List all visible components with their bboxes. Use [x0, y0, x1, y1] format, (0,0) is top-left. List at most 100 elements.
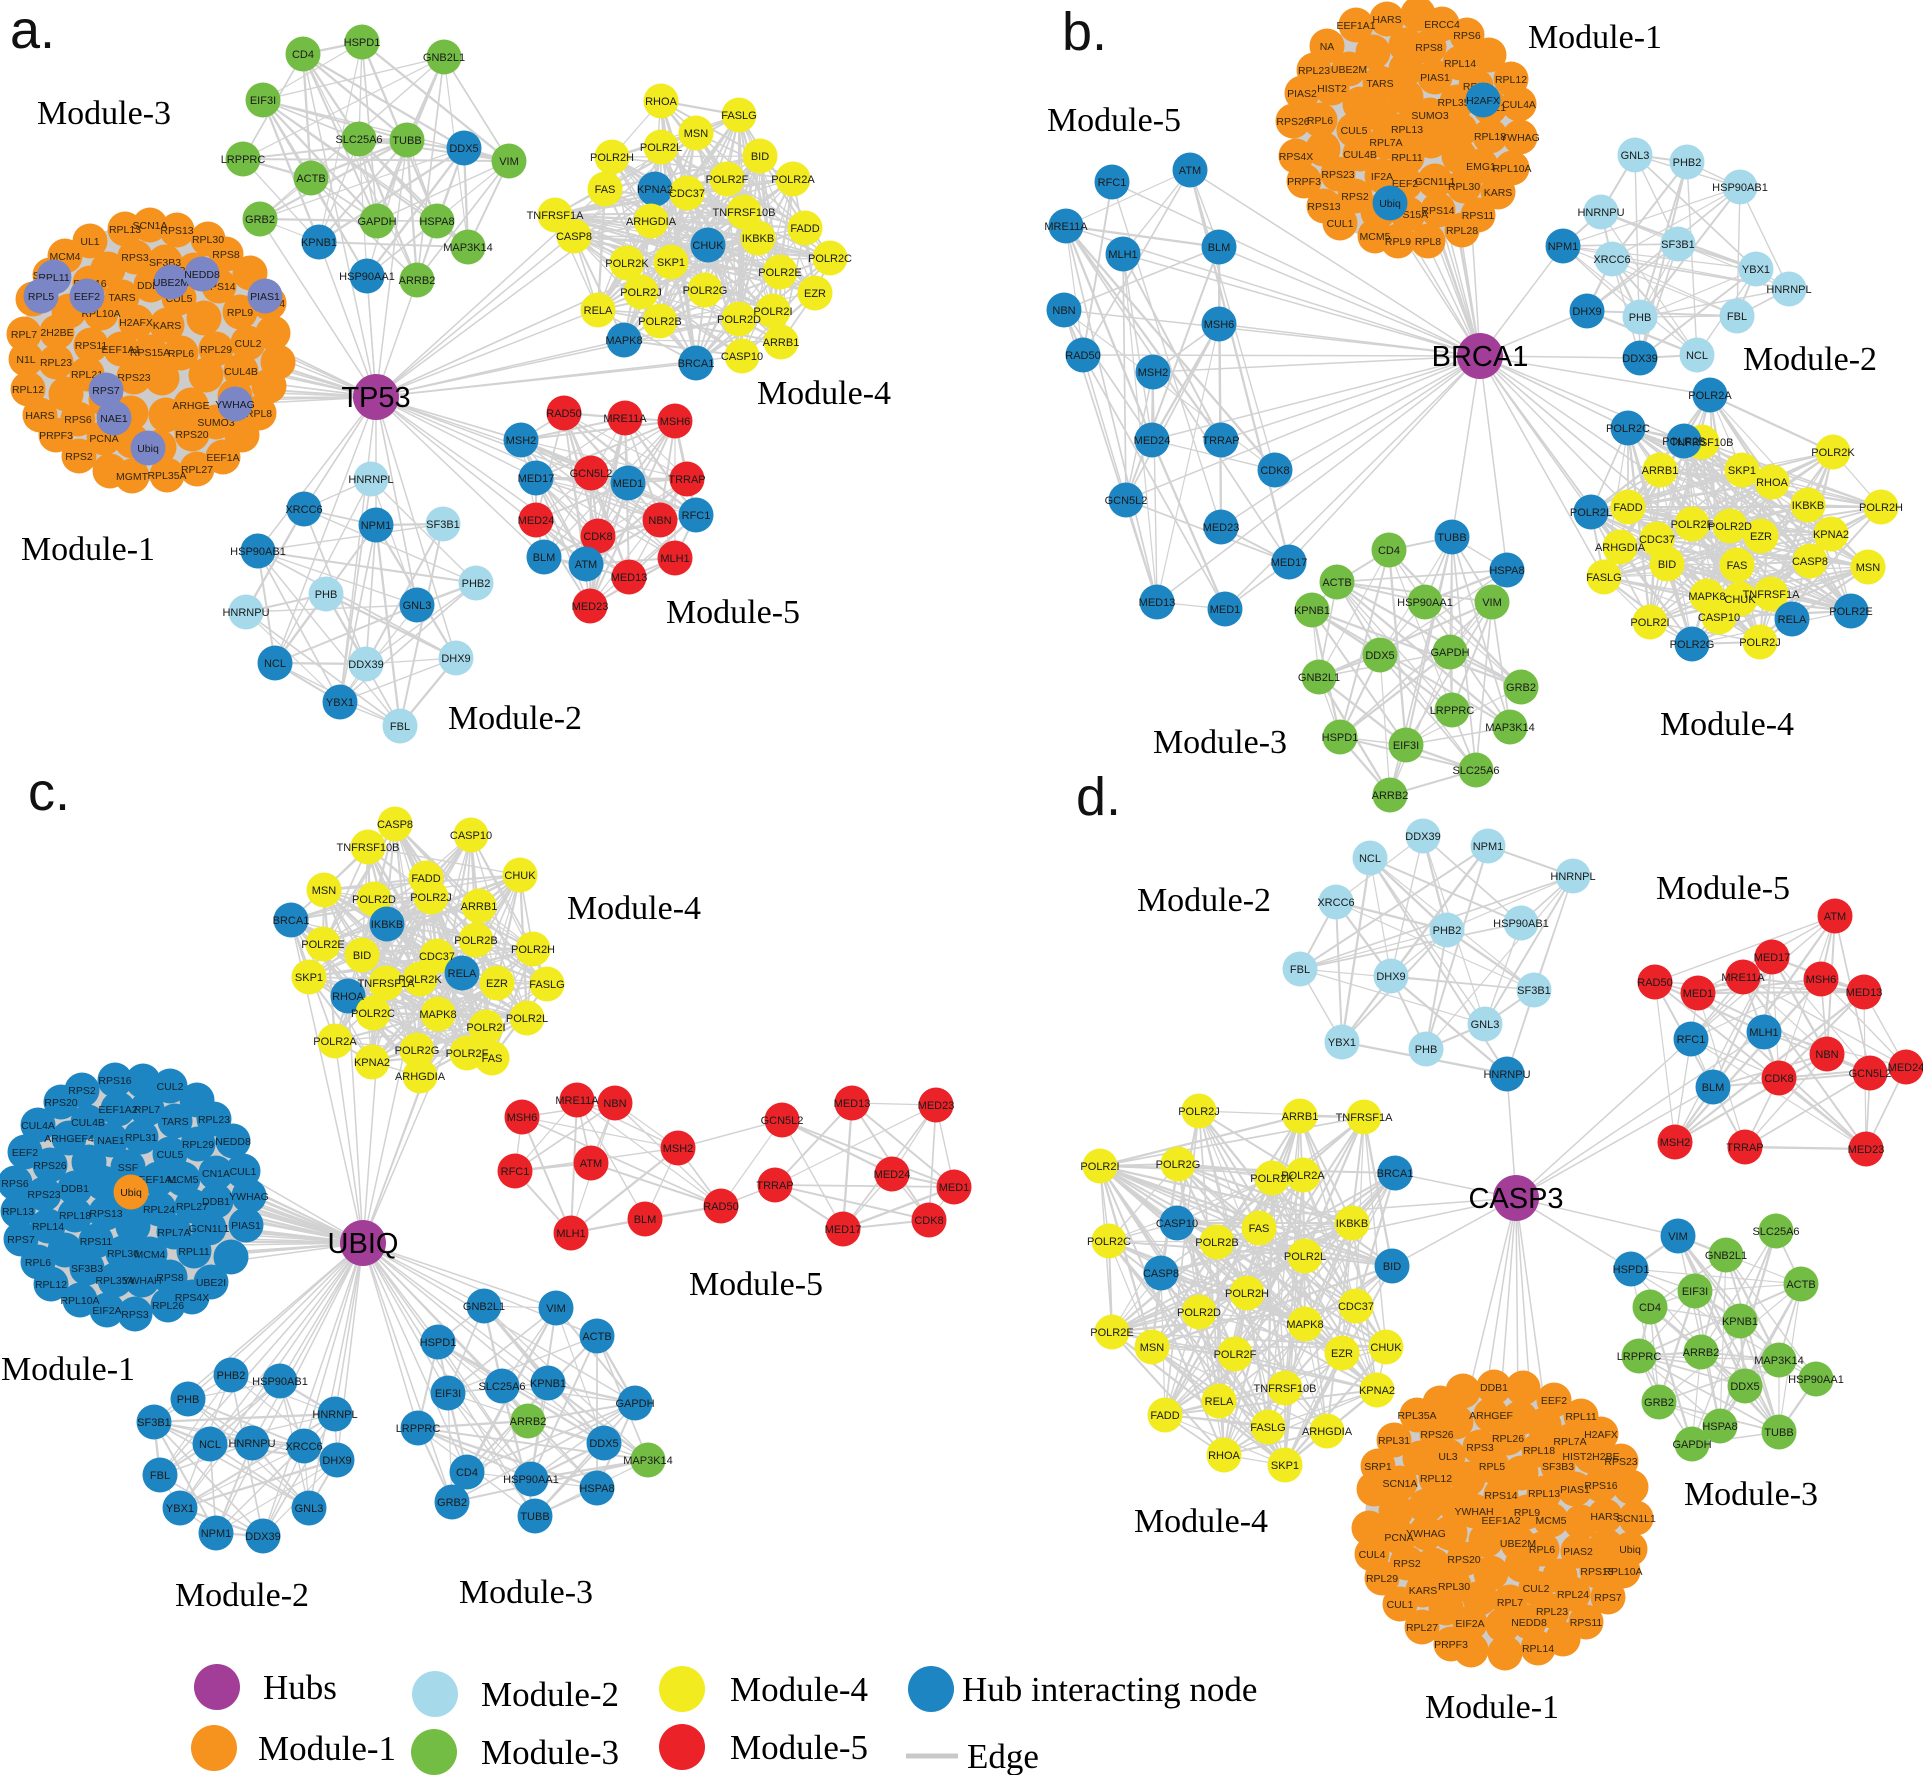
svg-text:RPL27: RPL27 — [176, 1201, 208, 1213]
svg-text:RPS14: RPS14 — [1484, 1490, 1517, 1502]
svg-text:HIST2H2BE: HIST2H2BE — [1562, 1451, 1619, 1463]
svg-text:CDK8: CDK8 — [914, 1215, 943, 1227]
svg-text:RPS7: RPS7 — [1594, 1592, 1622, 1604]
svg-text:POLR2A: POLR2A — [771, 174, 815, 186]
svg-text:GRB2: GRB2 — [1506, 682, 1536, 694]
svg-text:NEDD8: NEDD8 — [1511, 1617, 1547, 1629]
svg-text:EEF1A2: EEF1A2 — [98, 1104, 137, 1116]
svg-text:MCM5: MCM5 — [168, 1174, 199, 1186]
svg-text:PHB: PHB — [1629, 312, 1652, 324]
svg-text:RPS20: RPS20 — [1447, 1554, 1480, 1566]
svg-text:GNB2L1: GNB2L1 — [463, 1301, 505, 1313]
svg-text:RPS4X: RPS4X — [1279, 151, 1313, 163]
svg-text:CUL1: CUL1 — [1327, 218, 1354, 230]
svg-text:SKP1: SKP1 — [1728, 465, 1756, 477]
svg-text:NEDD8: NEDD8 — [215, 1136, 251, 1148]
svg-text:BLM: BLM — [1702, 1082, 1725, 1094]
svg-text:TNFRSF10B: TNFRSF10B — [713, 207, 776, 219]
svg-text:HARS: HARS — [25, 410, 54, 422]
svg-text:DHX9: DHX9 — [1572, 306, 1601, 318]
svg-text:FASLG: FASLG — [721, 110, 756, 122]
svg-text:MLH1: MLH1 — [556, 1228, 585, 1240]
svg-text:PIAS1: PIAS1 — [250, 291, 280, 303]
svg-text:CUL2: CUL2 — [235, 338, 262, 350]
svg-text:POLR2J: POLR2J — [410, 892, 452, 904]
svg-text:MCM4: MCM4 — [135, 1249, 166, 1261]
svg-text:FASLG: FASLG — [529, 979, 564, 991]
svg-text:RPL9: RPL9 — [227, 307, 253, 319]
svg-text:CUL4A: CUL4A — [21, 1120, 55, 1132]
svg-text:PHB2: PHB2 — [1673, 157, 1702, 169]
svg-text:RPL30: RPL30 — [1438, 1581, 1470, 1593]
svg-text:CHUK: CHUK — [504, 870, 536, 882]
svg-text:MAPK8: MAPK8 — [605, 335, 642, 347]
svg-text:PIAS2: PIAS2 — [1287, 88, 1317, 100]
svg-text:KARS: KARS — [1409, 1585, 1438, 1597]
svg-text:POLR2G: POLR2G — [683, 285, 728, 297]
svg-text:PIAS1: PIAS1 — [1420, 72, 1450, 84]
svg-text:CUL1: CUL1 — [230, 1166, 257, 1178]
svg-text:H2AFX: H2AFX — [1584, 1429, 1618, 1441]
svg-text:MED17: MED17 — [825, 1224, 862, 1236]
svg-text:XRCC6: XRCC6 — [285, 1441, 322, 1453]
svg-text:MRE11A: MRE11A — [603, 413, 647, 425]
svg-text:RPL30: RPL30 — [1448, 181, 1480, 193]
svg-text:BRCA1: BRCA1 — [273, 915, 310, 927]
svg-text:SF3B3: SF3B3 — [71, 1263, 103, 1275]
svg-text:Module-5: Module-5 — [666, 594, 800, 631]
svg-text:NCL: NCL — [199, 1439, 221, 1451]
svg-text:XRCC6: XRCC6 — [1593, 254, 1630, 266]
svg-text:EIF3I: EIF3I — [1393, 740, 1419, 752]
svg-text:ARHGDIA: ARHGDIA — [395, 1071, 446, 1083]
svg-text:TNFRSF10B: TNFRSF10B — [1254, 1383, 1317, 1395]
svg-text:EEF1A: EEF1A — [206, 452, 239, 464]
svg-text:GCN5L2: GCN5L2 — [1849, 1068, 1892, 1080]
svg-text:CHUK: CHUK — [692, 240, 724, 252]
svg-text:MAPK8: MAPK8 — [419, 1009, 456, 1021]
svg-text:POLR2B: POLR2B — [1195, 1237, 1238, 1249]
svg-text:TARS: TARS — [1366, 78, 1393, 90]
svg-text:POLR2G: POLR2G — [1670, 639, 1715, 651]
svg-text:HSPD1: HSPD1 — [344, 37, 381, 49]
svg-text:DHX9: DHX9 — [322, 1455, 351, 1467]
svg-text:YWHAG: YWHAG — [1406, 1528, 1446, 1540]
svg-text:Module-1: Module-1 — [1528, 19, 1662, 56]
svg-text:RPS6: RPS6 — [64, 414, 92, 426]
svg-text:CDK8: CDK8 — [1764, 1073, 1793, 1085]
svg-text:MED1: MED1 — [939, 1182, 970, 1194]
svg-text:POLR2C: POLR2C — [808, 253, 852, 265]
svg-text:GAPDH: GAPDH — [615, 1398, 654, 1410]
svg-text:HSPD1: HSPD1 — [1613, 1264, 1650, 1276]
svg-text:Module-4: Module-4 — [757, 375, 891, 412]
svg-text:MAP3K14: MAP3K14 — [1485, 722, 1535, 734]
svg-text:PIAS1: PIAS1 — [1560, 1484, 1590, 1496]
svg-text:RPL14: RPL14 — [1522, 1643, 1554, 1655]
svg-text:POLR2B: POLR2B — [638, 316, 681, 328]
svg-text:RPS20: RPS20 — [175, 429, 208, 441]
svg-text:HSPA8: HSPA8 — [579, 1483, 614, 1495]
svg-text:IKBKB: IKBKB — [1792, 500, 1824, 512]
svg-text:GNL3: GNL3 — [1621, 150, 1650, 162]
svg-text:Module-5: Module-5 — [1047, 102, 1181, 139]
svg-text:EIF3I: EIF3I — [435, 1388, 461, 1400]
svg-text:RPL18: RPL18 — [1523, 1445, 1555, 1457]
svg-text:GRB2: GRB2 — [245, 214, 275, 226]
svg-text:HNRNPU: HNRNPU — [1577, 207, 1624, 219]
svg-text:RPL24: RPL24 — [143, 1204, 175, 1216]
svg-text:RPS23: RPS23 — [27, 1189, 60, 1201]
svg-text:TUBB: TUBB — [1764, 1427, 1793, 1439]
svg-text:MRE11A: MRE11A — [555, 1095, 599, 1107]
svg-text:UBE2M: UBE2M — [1500, 1538, 1536, 1550]
svg-text:CDK8: CDK8 — [583, 531, 612, 543]
svg-text:MSH2: MSH2 — [1660, 1137, 1691, 1149]
svg-text:FAS: FAS — [1727, 560, 1748, 572]
svg-text:CUL4A: CUL4A — [1502, 99, 1536, 111]
svg-text:RPL11: RPL11 — [1565, 1411, 1596, 1423]
svg-text:RPL13: RPL13 — [1391, 124, 1423, 136]
svg-text:MAPK8: MAPK8 — [1286, 1319, 1323, 1331]
svg-text:RPL7A: RPL7A — [1553, 1436, 1586, 1448]
svg-text:KPNB1: KPNB1 — [1294, 605, 1330, 617]
svg-text:RELA: RELA — [1778, 614, 1807, 626]
svg-text:ACTB: ACTB — [1786, 1279, 1815, 1291]
svg-text:POLR2F: POLR2F — [1214, 1349, 1257, 1361]
